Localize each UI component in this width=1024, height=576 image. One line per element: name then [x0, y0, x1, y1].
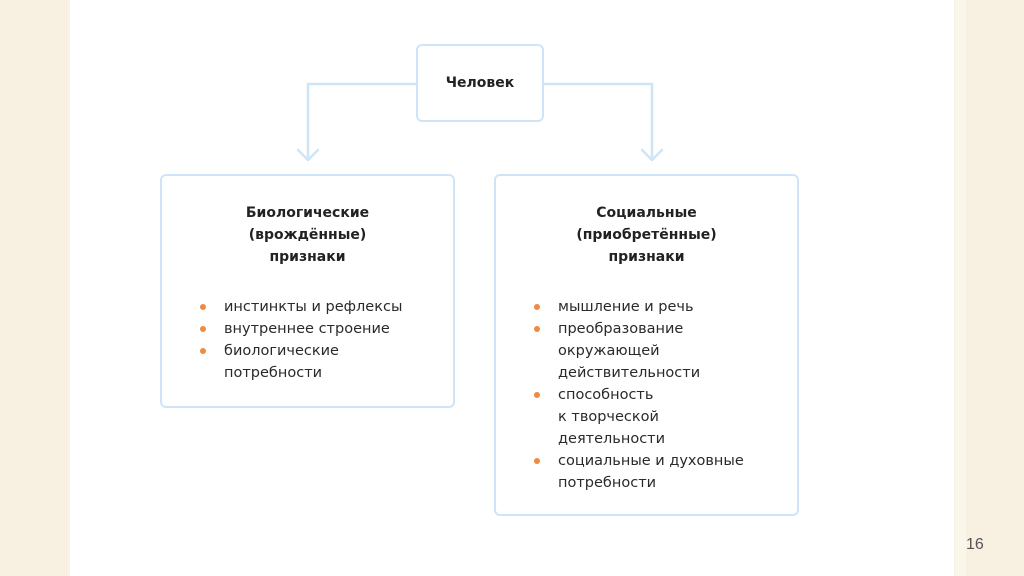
list-item: инстинкты и рефлексы: [200, 296, 443, 318]
social-traits-box: Социальные (приобретённые) признаки мышл…: [494, 174, 799, 516]
background-stripe-left: [0, 0, 68, 576]
social-traits-title: Социальные (приобретённые) признаки: [576, 205, 717, 265]
background-stripe-right: [966, 0, 1024, 576]
page-number: 16: [966, 536, 984, 553]
biological-traits-title: Биологические (врождённые) признаки: [245, 205, 370, 265]
list-item: внутреннее строение: [200, 318, 443, 340]
bullet-icon: [200, 326, 206, 332]
bullet-icon: [534, 326, 540, 332]
bullet-icon: [534, 304, 540, 310]
list-item: преобразование окружающей действительнос…: [534, 318, 787, 384]
connector-right: [542, 82, 654, 162]
bullet-icon: [200, 304, 206, 310]
list-item: способность к творческой деятельности: [534, 384, 787, 450]
bullet-icon: [200, 348, 206, 354]
connector-left: [306, 82, 418, 162]
list-item: биологические потребности: [200, 340, 443, 384]
root-node: Человек: [416, 44, 544, 122]
arrowhead-right: [640, 148, 664, 162]
list-item: социальные и духовные потребности: [534, 450, 787, 494]
bullet-icon: [534, 392, 540, 398]
biological-traits-box: Биологические (врождённые) признаки инст…: [160, 174, 455, 408]
bullet-icon: [534, 458, 540, 464]
social-traits-list: мышление и речь преобразование окружающе…: [534, 296, 787, 494]
arrowhead-left: [296, 148, 320, 162]
biological-traits-list: инстинкты и рефлексы внутреннее строение…: [200, 296, 443, 384]
root-node-label: Человек: [445, 75, 515, 91]
list-item: мышление и речь: [534, 296, 787, 318]
